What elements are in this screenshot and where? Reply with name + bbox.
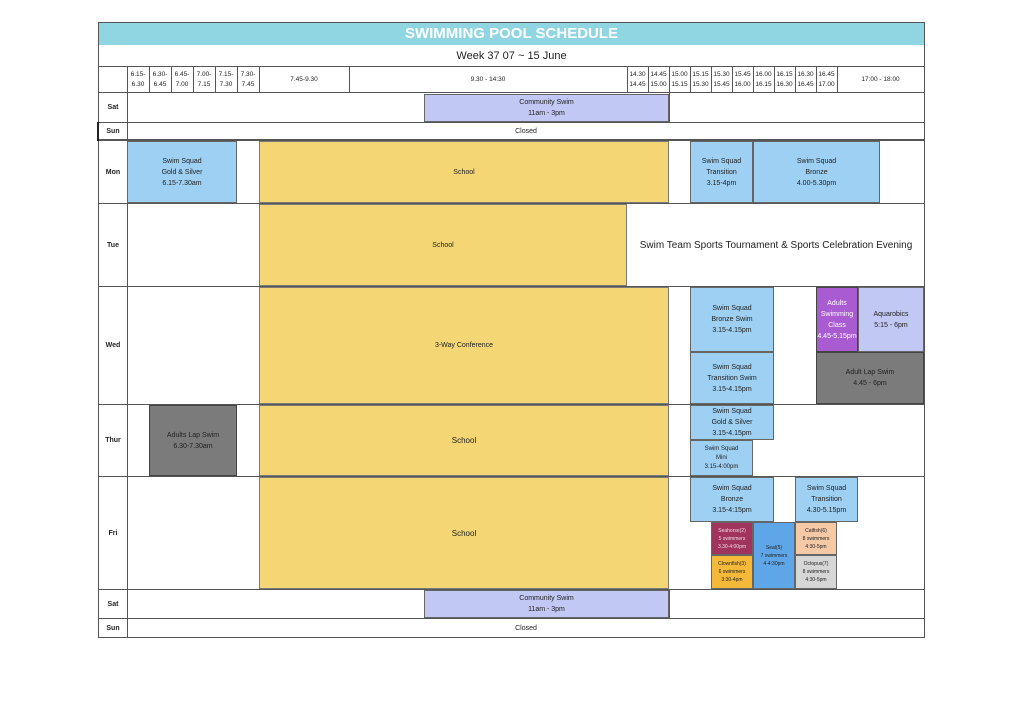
time-slot: 16.30 16.45 bbox=[797, 71, 814, 88]
closed-block: Closed bbox=[515, 127, 537, 135]
time-slot: 7.00- 7.15 bbox=[196, 71, 212, 88]
time-slot: 16.15 16.30 bbox=[776, 71, 793, 88]
octopus-group-block: Octopus(7) 8 swimmers 4:30-5pm bbox=[795, 555, 837, 589]
day-label-sat: Sat bbox=[107, 600, 119, 608]
cell-divider bbox=[669, 590, 670, 618]
day-label-sun: Sun bbox=[106, 127, 120, 135]
school-block: School bbox=[259, 141, 669, 203]
time-slot: 6.15- 6.30 bbox=[130, 71, 146, 88]
row-divider bbox=[99, 122, 924, 123]
slot-divider bbox=[193, 67, 194, 92]
slot-divider bbox=[816, 67, 817, 92]
slot-divider bbox=[753, 67, 754, 92]
day-label-mon: Mon bbox=[105, 168, 121, 176]
swim-squad-bronze-block: Swim Squad Bronze 3.15-4:15pm bbox=[690, 477, 774, 522]
row-divider bbox=[99, 203, 924, 204]
community-swim-block: Community Swim 11am - 3pm bbox=[424, 590, 669, 618]
sports-tournament-block: Swim Team Sports Tournament & Sports Cel… bbox=[639, 239, 913, 251]
time-slot: 15.15 15.30 bbox=[692, 71, 709, 88]
seahorse-group-block: Seahorse(2) 5 swimmers 3.30-4:00pm bbox=[711, 522, 753, 555]
adults-lap-swim-block: Adults Lap Swim 6.30-7.30am bbox=[149, 405, 237, 476]
day-column-divider bbox=[127, 67, 128, 637]
time-slot: 14.45 15.00 bbox=[650, 71, 667, 88]
slot-divider bbox=[259, 67, 260, 92]
slot-divider bbox=[669, 67, 670, 92]
time-slot: 6.30- 6.45 bbox=[152, 71, 168, 88]
row-divider bbox=[99, 404, 924, 405]
day-label-tue: Tue bbox=[107, 241, 119, 249]
slot-divider bbox=[690, 67, 691, 92]
time-slot: 15.30 15.45 bbox=[713, 71, 730, 88]
time-slot: 15.00 15.15 bbox=[671, 71, 688, 88]
slot-divider bbox=[627, 67, 628, 92]
time-slot: 15.45 16.00 bbox=[734, 71, 751, 88]
closed-block: Closed bbox=[515, 624, 537, 632]
slot-divider bbox=[711, 67, 712, 92]
swim-squad-bronze-block: Swim Squad Bronze 4.00-5.30pm bbox=[753, 141, 880, 203]
slot-divider bbox=[732, 67, 733, 92]
catfish-group-block: Catfish(6) 8 swimmers 4:30-5pm bbox=[795, 522, 837, 555]
row-divider bbox=[99, 589, 924, 590]
time-slot: 14.30 14.45 bbox=[629, 71, 646, 88]
slot-divider bbox=[215, 67, 216, 92]
day-label-fri: Fri bbox=[108, 529, 118, 537]
swim-squad-bronze-block: Swim Squad Bronze Swim 3.15-4.15pm bbox=[690, 287, 774, 352]
header-divider bbox=[99, 92, 924, 93]
time-slot: 9.30 - 14:30 bbox=[470, 76, 506, 83]
swim-squad-gold-silver-block: Swim Squad Gold & Silver 3.15-4.15pm bbox=[690, 405, 774, 440]
sun-row-marker bbox=[97, 122, 99, 141]
page-title: SWIMMING POOL SCHEDULE bbox=[99, 23, 924, 45]
slot-divider bbox=[774, 67, 775, 92]
day-label-sun: Sun bbox=[106, 624, 120, 632]
time-slot: 16.00 16.15 bbox=[755, 71, 772, 88]
community-swim-block: Community Swim 11am - 3pm bbox=[424, 94, 669, 122]
day-label-sat: Sat bbox=[107, 104, 119, 111]
time-slot: 17:00 - 18:00 bbox=[861, 76, 900, 83]
slot-divider bbox=[795, 67, 796, 92]
swim-squad-gold-silver-block: Swim Squad Gold & Silver 6.15-7.30am bbox=[127, 141, 237, 203]
swim-squad-transition-block: Swim Squad Transition Swim 3.15-4.15pm bbox=[690, 352, 774, 404]
adults-swimming-class-block: Adults Swimming Class 4.45-5.15pm bbox=[816, 287, 858, 352]
time-slot: 7.30- 7.45 bbox=[240, 71, 256, 88]
time-slot: 7.15- 7.30 bbox=[218, 71, 234, 88]
slot-divider bbox=[837, 67, 838, 92]
row-divider bbox=[97, 139, 924, 141]
time-slot: 16.45 17.00 bbox=[818, 71, 835, 88]
week-label: Week 37 07 ~ 15 June bbox=[99, 45, 924, 67]
school-block: School bbox=[259, 204, 627, 286]
day-label-thur: Thur bbox=[105, 437, 121, 444]
slot-divider bbox=[171, 67, 172, 92]
swim-squad-transition-block: Swim Squad Transition 4.30-5.15pm bbox=[795, 477, 858, 522]
swim-squad-transition-block: Swim Squad Transition 3.15-4pm bbox=[690, 141, 753, 203]
cell-divider bbox=[669, 93, 670, 122]
slot-divider bbox=[648, 67, 649, 92]
slot-divider bbox=[349, 67, 350, 92]
time-slot: 7.45-9.30 bbox=[290, 76, 318, 83]
slot-divider bbox=[149, 67, 150, 92]
clownfish-group-block: Clownfish(3) 6 swimmers 3:30-4pm bbox=[711, 555, 753, 589]
swim-squad-mini-block: Swim Squad Mini 3.15-4:00pm bbox=[690, 440, 753, 476]
aquarobics-block: Aquarobics 5:15 - 6pm bbox=[858, 287, 924, 352]
school-block: School bbox=[259, 477, 669, 589]
slot-divider bbox=[237, 67, 238, 92]
three-way-conference-block: 3-Way Conference bbox=[259, 287, 669, 404]
schedule-frame bbox=[98, 22, 925, 638]
row-divider bbox=[99, 618, 924, 619]
day-label-wed: Wed bbox=[105, 342, 121, 349]
row-divider bbox=[99, 286, 924, 287]
adult-lap-swim-block: Adult Lap Swim 4.45 - 6pm bbox=[816, 352, 924, 404]
seal-group-block: Seal(5) 7 swimmers 4-4:30pm bbox=[753, 522, 795, 589]
time-slot: 6.45- 7.00 bbox=[174, 71, 190, 88]
school-block: School bbox=[259, 405, 669, 476]
row-divider bbox=[99, 476, 924, 477]
